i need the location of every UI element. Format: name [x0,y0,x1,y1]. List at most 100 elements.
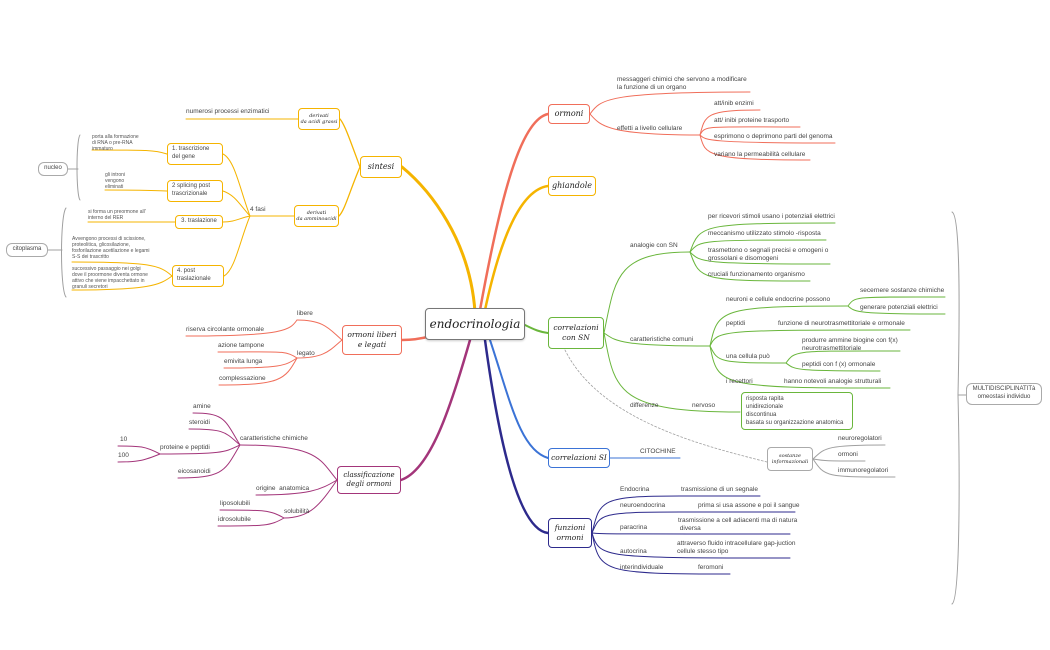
topic-nucleo[interactable]: nucleo [38,162,68,176]
connector-0 [400,165,477,314]
connector-48 [603,251,691,334]
funzione-paracrina: paracrina [620,524,648,531]
funzione-interindividuale-desc: feromoni [698,564,724,571]
connector-53 [689,251,831,265]
connector-50 [603,332,741,413]
central-topic[interactable]: endocrinologia [425,308,525,340]
differenze-label: differenze [630,402,659,409]
generare-potenziali: generare potenziali elettrici [860,304,938,311]
connector-2 [399,338,472,482]
connector-67 [812,444,886,460]
topic-citoplasma[interactable]: citoplasma [6,243,48,257]
connector-39 [117,453,161,463]
connector-60 [847,305,946,315]
connector-44 [699,109,761,136]
connector-54 [689,251,811,282]
connector-30 [218,357,298,386]
connector-26 [296,339,343,359]
topic-ghiandole[interactable]: ghiandole [548,176,596,196]
emivita-lunga: emivita lunga [224,358,263,365]
connector-70 [591,495,681,534]
funzione-autocrina-desc: attraverso fluido intracellulare gap-juc… [677,540,796,556]
azione-tampone: azione tampone [218,342,265,349]
funzione-neuroendocrina-desc: prima si usa assone e poi il sangue [698,502,800,509]
nervoso-box[interactable]: risposta rapita unidirezionale discontin… [741,392,853,430]
connector-35 [188,428,241,446]
produrre-ammine: produrre ammine biogine con f(x) neurotr… [802,337,898,353]
connector-7 [483,338,550,535]
topic-ormoni-liberi-legati[interactable]: ormoni liberi e legati [342,325,402,355]
topic-correlazioni-sn[interactable]: correlazioni con SN [548,317,604,349]
connector-16 [91,149,168,155]
connector-49 [603,332,711,347]
num-10: 10 [120,436,128,443]
connector-31 [239,444,338,481]
analogia-segnali: trasmettono o segnali precisi e omogeni … [708,247,829,263]
connector-9 [338,166,361,217]
connector-58 [709,345,891,389]
connector-41 [217,517,285,527]
connector-42 [589,91,751,115]
connector-63 [951,211,960,605]
subtopic-derivati-amminoacidi[interactable]: derivati da amminoacidi [294,205,339,227]
connector-20 [71,275,173,291]
connector-36 [159,444,241,455]
numerosi-processi-label: numerosi processi enzimatici [186,108,270,115]
fase-post-traslazionale[interactable]: 4. post traslazionale [172,265,224,287]
origine-anatomica: origine anatomica [256,485,310,492]
connector-3 [478,112,550,312]
nota-splicing: gli introni vengono eliminati [105,172,126,190]
fase-traslazione[interactable]: 3. traslazione [175,215,223,229]
connector-27 [185,319,298,337]
topic-sintesi[interactable]: sintesi [360,156,402,178]
connector-43 [589,113,701,136]
connector-47 [699,134,811,161]
funzione-endocrina: Endocrina [620,486,650,493]
ormoni-si: ormoni [838,451,858,458]
neuroregolatori: neuroregolatori [838,435,882,442]
connector-15 [223,215,251,277]
libere-label: libere [297,310,313,317]
connector-19 [71,261,173,277]
caratteristiche-comuni: caratteristiche comuni [630,336,694,343]
connector-68 [812,458,866,462]
connector-73 [591,532,791,559]
messaggeri-chimici: messaggeri chimici che servono a modific… [617,76,747,92]
nervoso-label: nervoso [692,402,716,409]
topic-classificazione[interactable]: classificazione degli ormoni [337,466,401,494]
topic-correlazioni-si[interactable]: correlazioni SI [548,448,610,468]
peptidi-label: peptidi [726,320,746,327]
connector-6 [489,339,549,459]
funzione-interindividuale: interindividuale [620,564,664,571]
connector-8 [339,118,361,168]
eicosanoidi: eicosanoidi [178,468,211,475]
fase-trascrizione[interactable]: 1. trascrizione del gene [167,143,223,165]
topic-ormoni[interactable]: ormoni [548,104,590,124]
connector-57 [709,345,787,364]
effetto-proteine-trasporto: att/ inibi proteine trasporto [714,117,790,124]
connector-25 [296,319,343,341]
connector-51 [689,222,836,253]
connector-4 [483,184,550,312]
liposolubili: liposolubili [220,500,250,507]
connector-62 [785,362,881,372]
analogia-cruciali: cruciali funzionamento organismo [708,271,805,278]
nota-post-traslazionale-2: successivo passaggio nei golgi dove il p… [72,266,148,290]
funzione-autocrina: autocrina [620,548,647,555]
fase-splicing[interactable]: 2 splicing post trascrizionale [167,180,223,202]
connector-74 [591,532,731,575]
connector-46 [699,134,836,144]
effetti-cellulare: effetti a livello cellulare [617,125,683,132]
num-100: 100 [118,452,129,459]
solubilita-label: solubilità [284,508,310,515]
riserva-label: riserva circolante ormonale [186,326,265,333]
connector-29 [223,357,298,369]
effetto-enzimi: att/inib enzimi [714,100,754,107]
sostanze-informazionali[interactable]: sostanze informazionali [767,447,813,471]
subtopic-derivati-acidi-grassi[interactable]: derivati da acidi grassi [298,108,340,130]
connector-59 [847,296,946,307]
topic-multidisciplinarita[interactable]: MULTIDISCIPLINATITà omeostasi individuo [966,383,1042,405]
topic-funzioni-ormoni[interactable]: funzioni ormoni [548,518,592,548]
